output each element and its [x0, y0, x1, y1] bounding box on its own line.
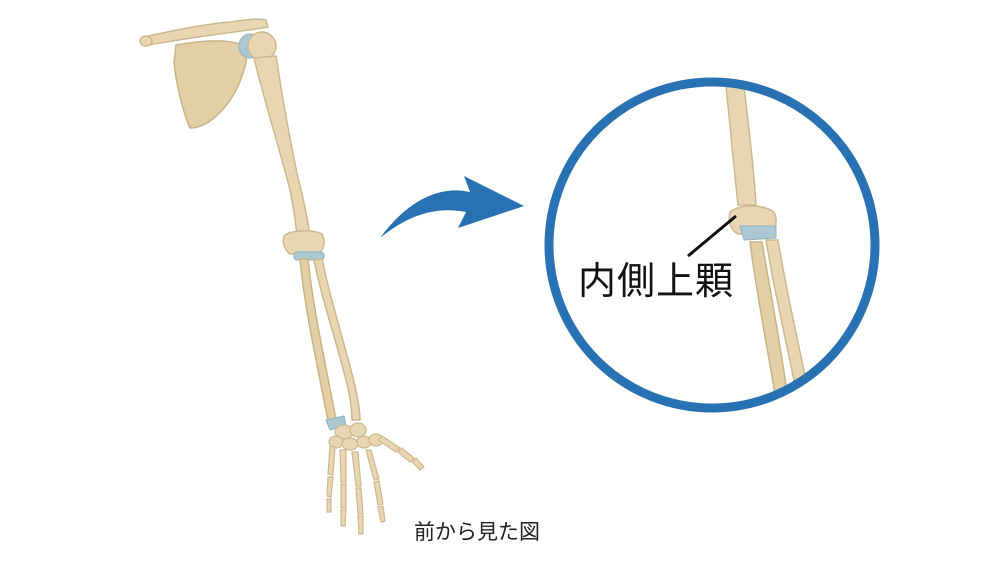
curved-arrow-right-icon [380, 176, 524, 238]
clavicle [142, 18, 269, 46]
medial-epicondyle-label: 内側上顆 [578, 259, 735, 303]
zoom-circle [544, 77, 880, 413]
front-view-caption: 前から見た図 [414, 520, 540, 544]
elbow-cartilage [293, 251, 325, 261]
zoomed-humerus [723, 82, 757, 206]
leader-line [687, 214, 737, 258]
scapula [173, 40, 249, 129]
hand-bones [326, 435, 425, 535]
humerus [253, 55, 311, 237]
carpal-bones [328, 422, 384, 451]
radius [313, 258, 361, 421]
elbow-distal-humerus [282, 230, 325, 255]
ulna [299, 258, 337, 421]
arm-skeleton [139, 18, 425, 535]
zoomed-elbow-cartilage [739, 225, 777, 241]
zoom-view [544, 77, 880, 413]
